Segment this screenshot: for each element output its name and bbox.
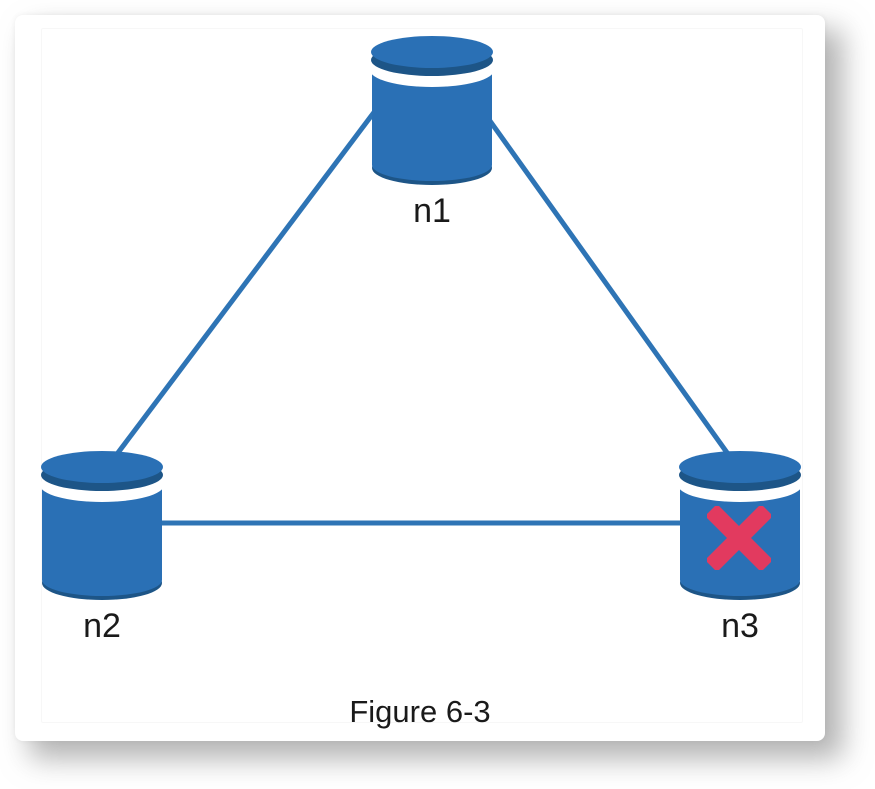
edge-line-n1-n2 — [103, 85, 395, 472]
node-n2: n2 — [40, 450, 164, 645]
database-icon — [40, 451, 164, 600]
node-label-n3: n3 — [721, 607, 759, 645]
database-icon — [370, 36, 494, 185]
figure-card: n1 n2 — [15, 15, 825, 741]
node-n1: n1 — [370, 35, 494, 230]
failure-x-icon — [707, 506, 771, 570]
topology-edges — [103, 85, 746, 526]
node-label-n1: n1 — [413, 192, 451, 230]
node-n3-cylinder — [678, 450, 802, 602]
edge-line-n1-n3 — [467, 91, 746, 477]
node-n3: n3 — [678, 450, 802, 645]
node-n1-cylinder — [370, 35, 494, 187]
node-label-n2: n2 — [83, 607, 121, 645]
node-n2-cylinder — [40, 450, 164, 602]
figure-caption: Figure 6-3 — [349, 694, 491, 729]
